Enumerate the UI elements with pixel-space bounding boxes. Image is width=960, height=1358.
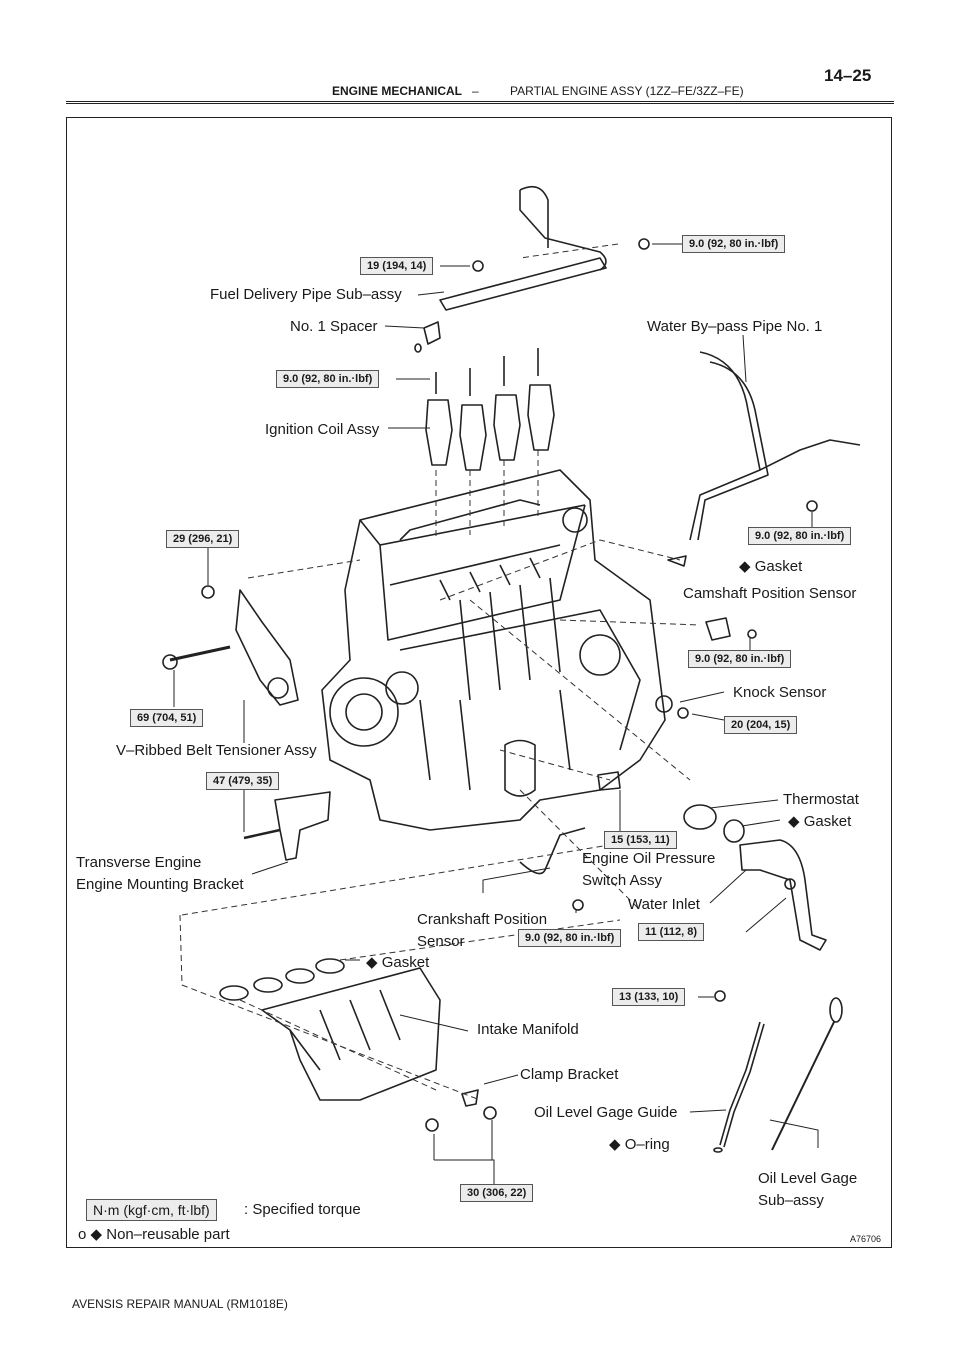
label-water-bypass-pipe: Water By–pass Pipe No. 1 <box>647 318 823 335</box>
label-o-ring: ◆ O–ring <box>609 1135 670 1153</box>
torque-oil-pressure: 15 (153, 11) <box>604 831 677 849</box>
label-crank-sensor-1: Crankshaft Position <box>417 911 548 928</box>
nonreusable-legend: o ◆ Non–reusable part <box>78 1225 230 1243</box>
nonreusable-diamond-icon: ◆ <box>90 1226 103 1243</box>
label-knock-sensor: Knock Sensor <box>733 684 827 701</box>
nonreusable-diamond-icon: ◆ <box>788 813 800 830</box>
spacer <box>423 321 441 345</box>
label-intake-manifold: Intake Manifold <box>477 1021 579 1038</box>
gasket-upper-shape <box>667 555 687 567</box>
oil-gage-shape <box>771 1021 835 1151</box>
header-rule <box>66 101 894 102</box>
label-oil-gage-2: Sub–assy <box>758 1192 824 1209</box>
thermostat-shape <box>683 804 717 830</box>
intake-manifold-shape <box>261 967 441 1101</box>
label-transverse-1: Transverse Engine <box>76 854 202 871</box>
figure-frame <box>66 117 892 1248</box>
crank-sensor-shape <box>519 827 586 875</box>
oil-gage-guide-shape <box>719 1021 761 1146</box>
header-separator: – <box>472 84 479 98</box>
ignition-coils <box>425 348 555 471</box>
water-bypass-pipe <box>689 351 861 541</box>
camshaft-sensor-shape <box>705 617 731 641</box>
label-oil-gage-guide: Oil Level Gage Guide <box>534 1104 678 1121</box>
torque-camshaft: 9.0 (92, 80 in.·lbf) <box>688 650 792 668</box>
header-rule-2 <box>66 103 894 104</box>
label-water-inlet: Water Inlet <box>628 896 700 913</box>
torque-gage-guide: 13 (133, 10) <box>612 988 686 1006</box>
specified-torque-text: : Specified torque <box>244 1201 361 1218</box>
label-no1-spacer: No. 1 Spacer <box>290 318 378 335</box>
nonreusable-diamond-icon: ◆ <box>739 558 751 575</box>
gasket-intake-text: Gasket <box>381 954 430 971</box>
torque-tensioner-bolt: 69 (704, 51) <box>130 709 204 727</box>
label-gasket-upper: ◆ Gasket <box>739 557 802 575</box>
label-thermostat: Thermostat <box>783 791 859 808</box>
torque-coil: 9.0 (92, 80 in.·lbf) <box>276 370 380 388</box>
oil-filler-cap <box>562 507 588 533</box>
tensioner-shape <box>235 589 299 706</box>
fuel-delivery-pipe <box>439 257 607 311</box>
torque-fuel-left: 19 (194, 14) <box>360 257 434 275</box>
torque-crank: 9.0 (92, 80 in.·lbf) <box>518 929 622 947</box>
knock-sensor-shape <box>655 695 673 713</box>
label-oil-pressure-1: Engine Oil Pressure <box>582 850 716 867</box>
oil-pressure-switch-shape <box>597 771 621 791</box>
water-inlet-shape <box>739 839 827 951</box>
gasket-thermostat-text: Gasket <box>803 813 852 830</box>
page-number: 14–25 <box>824 66 872 85</box>
label-crank-sensor-2: Sensor <box>417 933 465 950</box>
clamp-bracket-shape <box>461 1089 479 1107</box>
nonreusable-diamond-icon: ◆ <box>366 954 378 971</box>
torque-knock: 20 (204, 15) <box>724 716 798 734</box>
torque-mount: 47 (479, 35) <box>206 772 280 790</box>
label-transverse-2: Engine Mounting Bracket <box>76 876 244 893</box>
label-tensioner: V–Ribbed Belt Tensioner Assy <box>116 742 317 759</box>
engine-block <box>321 469 666 831</box>
mounting-bracket-shape <box>274 791 331 861</box>
subsection-title: PARTIAL ENGINE ASSY (1ZZ–FE/3ZZ–FE) <box>510 84 744 98</box>
nonreusable-text: Non–reusable part <box>106 1226 230 1243</box>
torque-intake: 30 (306, 22) <box>460 1184 534 1202</box>
torque-water-pipe: 9.0 (92, 80 in.·lbf) <box>748 527 852 545</box>
torque-tensioner-top: 29 (296, 21) <box>166 530 240 548</box>
label-oil-gage-1: Oil Level Gage <box>758 1170 858 1187</box>
gasket-upper-text: Gasket <box>754 558 803 575</box>
intake-gasket-shape <box>219 958 345 1001</box>
torque-water-inlet: 11 (112, 8) <box>638 923 704 941</box>
nonreusable-diamond-icon: ◆ <box>609 1136 621 1153</box>
label-gasket-thermostat: ◆ Gasket <box>788 812 851 830</box>
figure-code: A76706 <box>850 1234 882 1244</box>
torque-fuel-right: 9.0 (92, 80 in.·lbf) <box>682 235 786 253</box>
label-oil-pressure-2: Switch Assy <box>582 872 663 889</box>
oil-filter <box>504 739 536 797</box>
label-camshaft-sensor: Camshaft Position Sensor <box>683 585 857 602</box>
label-clamp-bracket: Clamp Bracket <box>520 1066 619 1083</box>
label-ignition-coil: Ignition Coil Assy <box>265 421 380 438</box>
crank-pulley <box>329 677 399 747</box>
nonreusable-mark: o <box>78 1226 87 1243</box>
o-ring-text: O–ring <box>624 1136 670 1153</box>
manual-footer: AVENSIS REPAIR MANUAL (RM1018E) <box>72 1297 288 1311</box>
label-fuel-delivery-pipe: Fuel Delivery Pipe Sub–assy <box>210 286 402 303</box>
torque-unit-legend: N·m (kgf·cm, ft·lbf) <box>86 1199 217 1221</box>
label-gasket-intake: ◆ Gasket <box>366 953 429 971</box>
section-title: ENGINE MECHANICAL <box>332 84 463 98</box>
